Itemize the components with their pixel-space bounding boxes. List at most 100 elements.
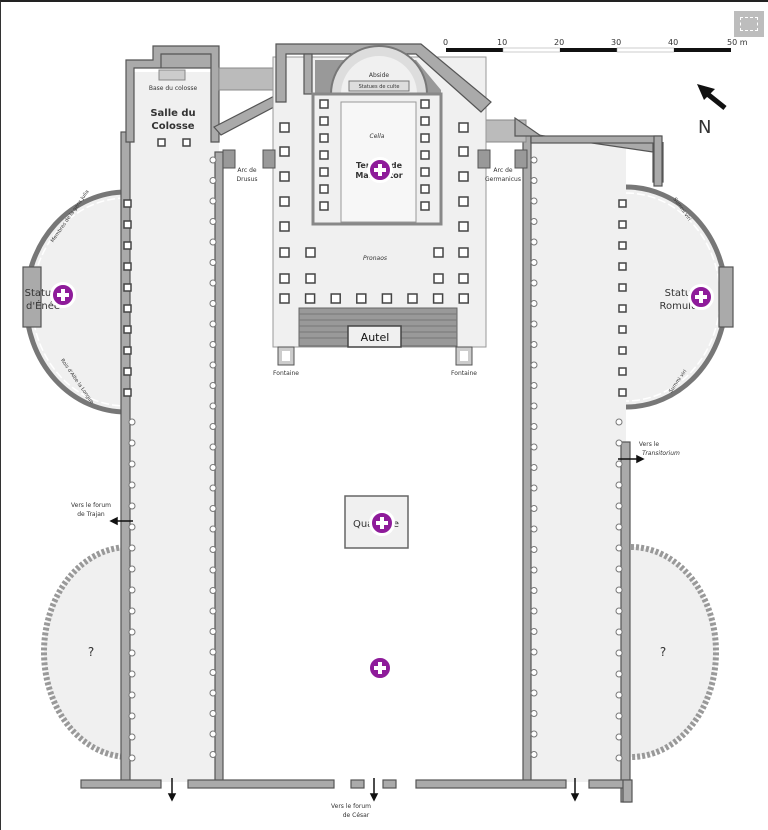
column — [458, 293, 469, 304]
column — [209, 320, 217, 328]
column — [319, 116, 329, 126]
column — [618, 388, 627, 397]
right-lower-exedra — [630, 544, 719, 760]
column — [458, 196, 469, 207]
column — [420, 99, 430, 109]
column — [530, 607, 538, 615]
column — [209, 710, 217, 717]
column — [279, 221, 290, 232]
left-lower-exedra — [41, 544, 130, 760]
column — [128, 565, 136, 573]
column — [458, 247, 469, 258]
column — [458, 171, 469, 182]
svg-text:10: 10 — [497, 38, 507, 47]
svg-text:Statues de culte: Statues de culte — [359, 84, 400, 90]
enee-niche — [22, 266, 42, 328]
column — [530, 546, 538, 553]
column — [209, 156, 217, 164]
hotspot-forum[interactable] — [367, 655, 393, 681]
column — [123, 199, 132, 208]
column — [530, 320, 538, 328]
column — [420, 133, 430, 143]
svg-text:Drusus: Drusus — [237, 176, 258, 183]
svg-text:30: 30 — [611, 38, 621, 47]
svg-text:Vers le forum: Vers le forum — [331, 803, 371, 810]
column — [530, 505, 538, 512]
column — [530, 484, 538, 492]
column — [615, 544, 623, 552]
column — [618, 199, 627, 208]
hotspot-quadrige[interactable] — [369, 510, 395, 536]
column — [433, 273, 444, 284]
column — [128, 418, 136, 426]
column — [530, 525, 538, 533]
column — [530, 238, 538, 246]
svg-text:Abside: Abside — [369, 72, 390, 79]
column — [530, 259, 538, 266]
column — [319, 167, 329, 177]
column — [458, 273, 469, 284]
svg-text:Fontaine: Fontaine — [273, 370, 299, 377]
column — [618, 220, 627, 229]
fullscreen-button[interactable] — [734, 11, 764, 37]
column — [123, 367, 132, 376]
column — [123, 241, 132, 250]
left-portico — [129, 132, 219, 782]
column — [433, 247, 444, 258]
hotspot-statue-romulus[interactable] — [688, 284, 714, 310]
column — [618, 367, 627, 376]
column — [356, 293, 367, 304]
column — [530, 156, 538, 164]
column — [123, 283, 132, 292]
column — [209, 751, 217, 758]
column — [128, 523, 136, 531]
column — [530, 218, 538, 225]
column — [279, 293, 290, 304]
column — [128, 544, 136, 552]
svg-text:40: 40 — [668, 38, 678, 47]
column — [209, 259, 217, 266]
column — [319, 201, 329, 211]
column — [615, 607, 623, 615]
column — [618, 241, 627, 250]
svg-text:Transitorium: Transitorium — [642, 450, 680, 457]
column — [305, 247, 316, 258]
column — [530, 341, 538, 348]
column — [209, 587, 217, 594]
column — [209, 505, 217, 512]
column — [209, 402, 217, 410]
column — [319, 150, 329, 160]
column — [123, 346, 132, 355]
column — [209, 689, 217, 697]
column — [123, 325, 132, 334]
hotspot-temple[interactable] — [367, 157, 393, 183]
column — [618, 262, 627, 271]
column — [530, 443, 538, 451]
column — [128, 607, 136, 615]
column — [458, 122, 469, 133]
column — [209, 607, 217, 615]
column — [209, 177, 217, 184]
column — [615, 649, 623, 657]
north-arrow-icon: N — [697, 84, 727, 138]
romulus-niche — [718, 266, 734, 328]
right-portico — [528, 137, 626, 782]
svg-text:Cella: Cella — [370, 133, 385, 140]
svg-text:Germanicus: Germanicus — [485, 176, 521, 183]
column — [530, 628, 538, 635]
column — [128, 670, 136, 678]
left-exedra — [26, 192, 126, 412]
column — [615, 418, 623, 426]
column — [615, 754, 623, 762]
column — [420, 116, 430, 126]
column — [615, 439, 623, 447]
column — [420, 150, 430, 160]
column — [209, 382, 217, 389]
column — [615, 628, 623, 636]
column — [123, 304, 132, 313]
column — [530, 464, 538, 471]
hotspot-statue-enee[interactable] — [50, 282, 76, 308]
svg-text:50 m: 50 m — [727, 38, 748, 47]
column — [123, 388, 132, 397]
